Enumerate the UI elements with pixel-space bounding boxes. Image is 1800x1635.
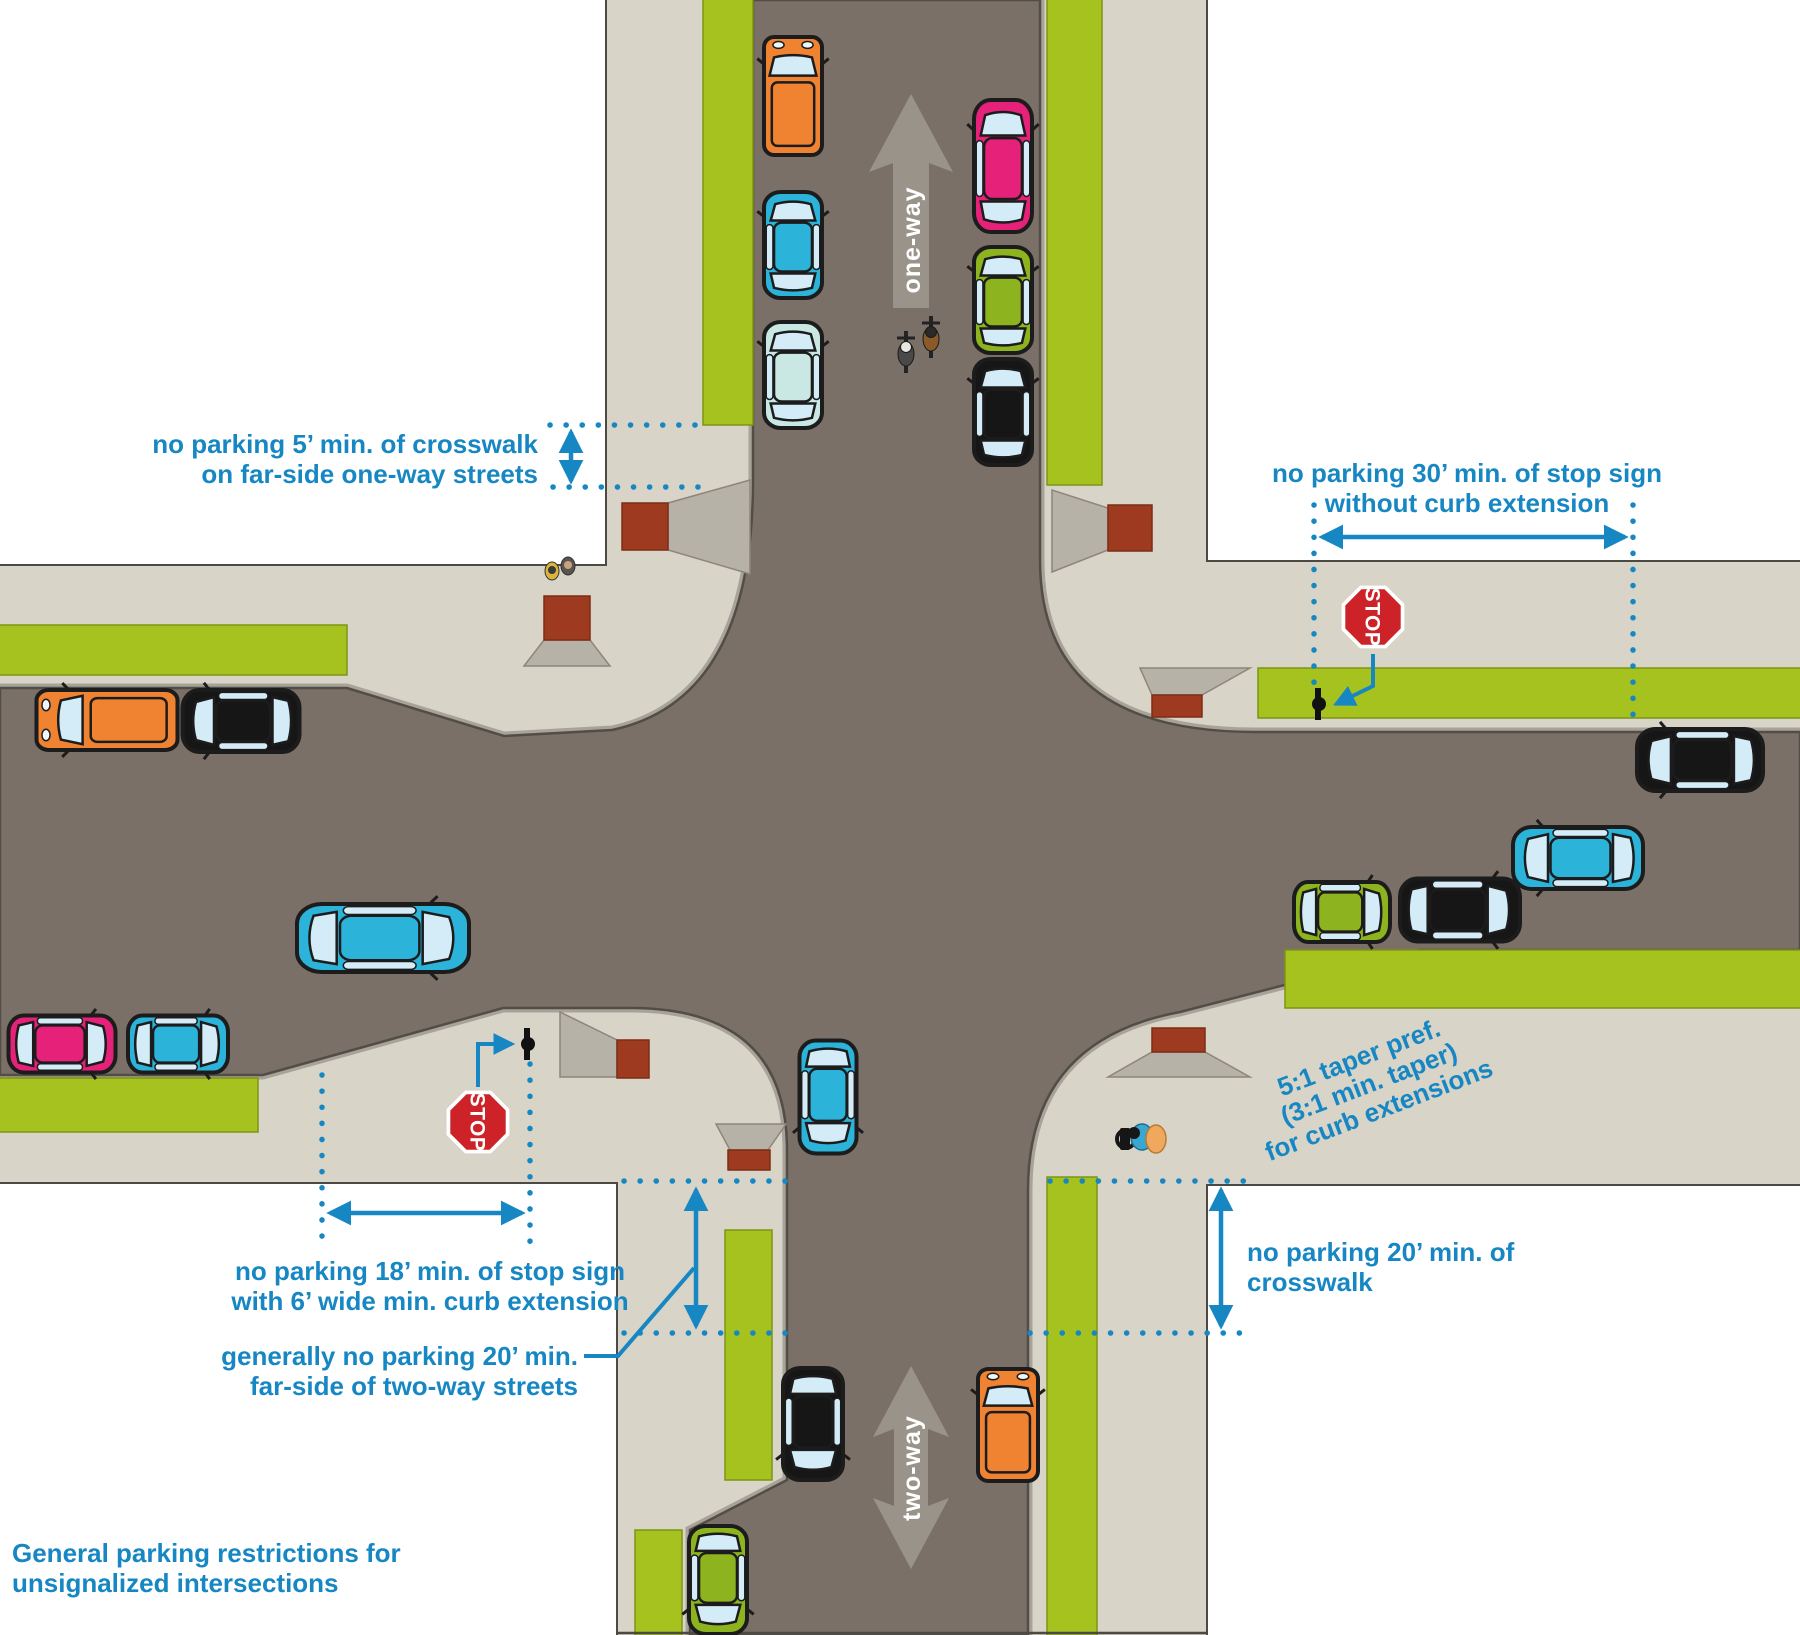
label-no-parking-18ft: no parking 18’ min. of stop sign [235,1256,625,1286]
caption-line: unsignalized intersections [12,1568,339,1598]
block-southeast [1206,1184,1800,1635]
label-no-parking-5ft: no parking 5’ min. of crosswalk [152,429,538,459]
leader-line [476,1033,516,1087]
label-no-parking-20ft-crosswalk: no parking 20’ min. of [1247,1237,1515,1267]
one-way-arrow: one-way [869,94,953,308]
car [183,683,300,759]
block-northwest [0,0,607,566]
annotation-sw-20ft: generally no parking 20’ min. far-side o… [221,1178,797,1401]
block-northeast [1206,0,1800,562]
one-way-arrow-shape [869,94,953,308]
green-strip [0,624,348,676]
van [971,1369,1045,1481]
annotation-ne: no parking 30’ min. of stop sign without… [1272,458,1662,728]
car [967,359,1038,465]
sign-pole-base [1312,697,1326,711]
label-no-parking-20ft-crosswalk: crosswalk [1247,1267,1373,1297]
car [297,896,469,980]
label-generally-no-parking-20ft: far-side of two-way streets [250,1371,578,1401]
two-way-label: two-way [898,1415,926,1521]
green-strip [1284,949,1800,1009]
car [776,1368,850,1480]
car [1513,820,1643,896]
caption: General parking restrictions for unsigna… [12,1538,401,1598]
car [9,1009,116,1079]
car [793,1041,863,1154]
cars-layer [9,37,1764,1634]
ramp-warning-pad [1151,1027,1206,1053]
ramp-warning-pad [1107,504,1153,552]
green-strip [634,1529,683,1635]
stop-sign-face [1345,589,1401,645]
annotation-sw-18ft: no parking 18’ min. of stop sign with 6’… [230,1061,629,1316]
van [757,37,828,155]
annotation-nw: no parking 5’ min. of crosswalk on far-s… [152,422,703,490]
stop-sign-text: STOP [1361,588,1384,647]
green-strip [1046,0,1103,486]
ramp-warning-pad [727,1149,771,1171]
leader-line [584,1266,696,1358]
two-way-arrow: two-way [873,1366,949,1569]
cyclist [922,316,940,358]
block-southwest [0,1182,618,1635]
green-strip [724,1229,773,1481]
pedestrian [560,556,576,576]
label-no-parking-30ft: no parking 30’ min. of stop sign [1272,458,1662,488]
label-generally-no-parking-20ft: generally no parking 20’ min. [221,1341,578,1371]
cyclist [897,331,915,373]
leader-line [1333,654,1375,706]
stop-sign-northeast: STOP [1312,585,1405,720]
car [682,1526,753,1634]
stop-sign-southwest: STOP [446,1028,535,1154]
green-strip [1046,1176,1098,1635]
stop-sign-face [450,1094,506,1150]
ramp-warning-pad [1151,694,1203,718]
label-no-parking-5ft: on far-side one-way streets [201,459,538,489]
car [1637,722,1763,798]
pedestrian [544,561,560,581]
caption-line: General parking restrictions for [12,1538,401,1568]
two-way-arrow-shape [873,1366,949,1569]
car [967,100,1038,232]
wheelchair-user [1115,1123,1167,1154]
van [36,683,177,757]
car [1400,871,1520,949]
label-no-parking-30ft: without curb extension [1324,488,1610,518]
figures-layer [544,316,1167,1154]
car [757,322,828,428]
car [128,1009,228,1079]
car [1294,875,1390,949]
green-strip [0,1077,259,1133]
green-strip [1257,667,1800,719]
green-strip [702,0,754,426]
car [757,192,828,298]
ramp-warning-pad [616,1039,650,1079]
label-no-parking-18ft: with 6’ wide min. curb extension [230,1286,628,1316]
annotation-se-20ft: no parking 20’ min. of crosswalk [1027,1178,1515,1336]
curb-ramps [522,479,1253,1171]
ramp-warning-pad [621,502,669,551]
one-way-label: one-way [898,186,926,293]
car [967,247,1038,353]
stop-sign-text: STOP [466,1093,489,1152]
sign-pole-base [521,1037,535,1051]
ramp-warning-pad [543,595,591,641]
